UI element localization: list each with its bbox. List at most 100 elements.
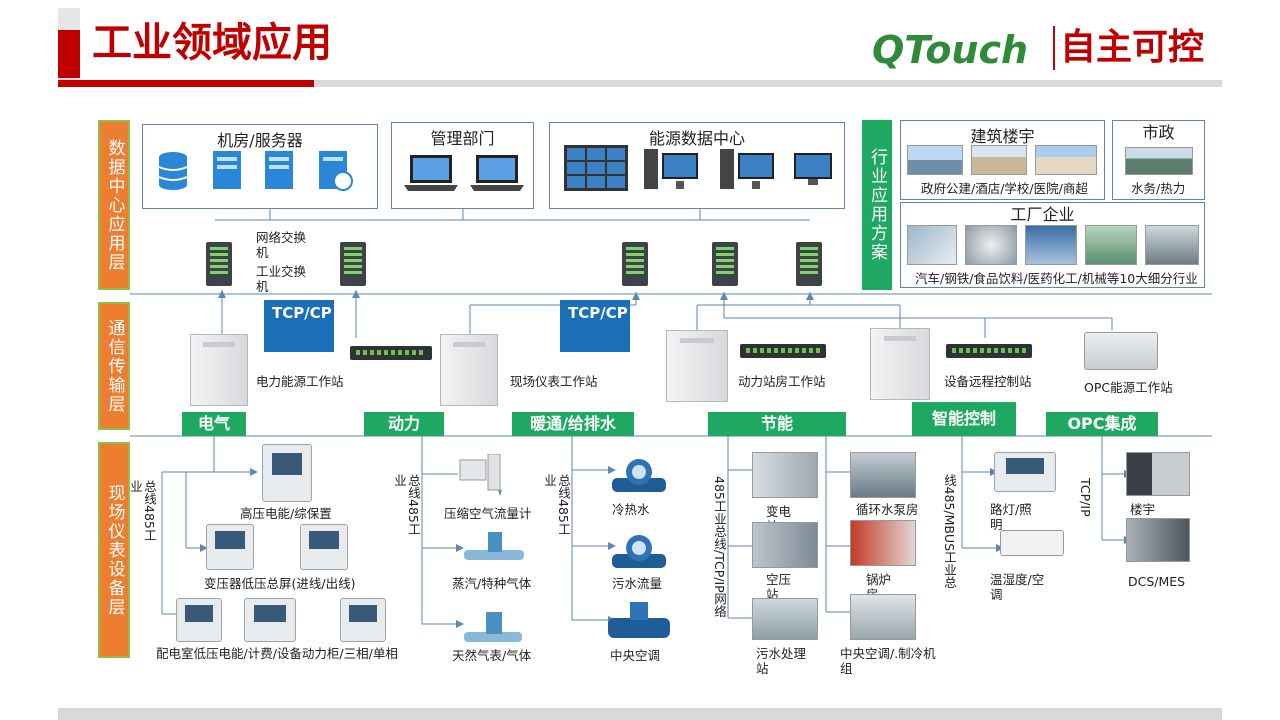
remote-control-cabinet <box>870 328 930 400</box>
pump-room-photo <box>850 452 916 498</box>
group-energy-center-title: 能源数据中心 <box>648 129 745 148</box>
sewage-plant-photo <box>752 598 818 640</box>
steam-flow-meter-icon <box>464 532 524 560</box>
network-switch <box>796 242 822 286</box>
laptop-icon <box>470 155 524 191</box>
tag-power: 动力 <box>364 412 444 436</box>
energy-meter <box>244 598 296 642</box>
page-title: 工业领域应用 <box>92 20 332 66</box>
server-icon <box>265 151 293 189</box>
device-label: 路灯/照明 <box>990 502 1032 532</box>
video-wall-icon <box>564 145 628 191</box>
bus-label: 线485/MBUS工业总 <box>942 474 957 589</box>
layer-data-center: 数据中心应用层 <box>98 120 130 290</box>
bus-label: 总线485工业 <box>542 474 571 536</box>
bus-label: 485工业总线/TCP/IP网络 <box>712 476 727 618</box>
protection-relay-device <box>262 444 312 502</box>
device-label: 蒸汽/特种气体 <box>452 576 532 591</box>
device-label: 冷热水 <box>612 502 650 517</box>
server-globe-icon <box>319 151 353 191</box>
group-server-room: 机房/服务器 <box>142 124 378 209</box>
building-desc: 政府公建/酒店/学校/医院/商超 <box>921 181 1088 196</box>
building-photo <box>971 145 1027 175</box>
group-municipal: 市政 水务/热力 <box>1112 120 1205 200</box>
header-underline-red <box>58 80 314 87</box>
building-photo <box>1035 145 1097 175</box>
panel-meter <box>300 524 348 570</box>
gas-meter-icon <box>464 612 522 642</box>
panel-meter <box>206 524 254 570</box>
group-management: 管理部门 <box>391 122 534 209</box>
tag-electric: 电气 <box>182 412 246 436</box>
network-switch <box>712 242 738 286</box>
opc-workstation-label: OPC能源工作站 <box>1084 380 1173 395</box>
device-label: 楼宇 <box>1130 502 1156 517</box>
group-management-title: 管理部门 <box>430 129 495 148</box>
tcp-tag: TCP/CP <box>560 300 630 352</box>
device-label: 循环水泵房 <box>856 502 919 517</box>
device-label: 天然气表/气体 <box>452 648 532 663</box>
factory-photo <box>1025 225 1077 265</box>
building-server-photo <box>1126 452 1190 496</box>
logo-qtouch: QTouch <box>872 28 1029 72</box>
group-building-title: 建筑楼宇 <box>970 127 1035 146</box>
device-label: 配电室低压电能/计费/设备动力柜/三相/单相 <box>156 646 398 661</box>
layer-communication: 通信传输层 <box>98 302 130 430</box>
remote-control-label: 设备远程控制站 <box>944 374 1032 389</box>
header-red-bar <box>58 30 80 78</box>
desktop-computer-icon <box>644 149 698 189</box>
laptop-icon <box>404 155 458 191</box>
device-label: 高压电能/综保置 <box>240 506 332 521</box>
device-label: 中央空调 <box>610 648 661 663</box>
water-meter-icon <box>612 459 666 492</box>
group-energy-center: 能源数据中心 <box>549 122 845 209</box>
tag-opc: OPC集成 <box>1046 412 1158 436</box>
power-station-label: 动力站房工作站 <box>738 374 826 389</box>
meter-workstation-label: 现场仪表工作站 <box>510 374 598 389</box>
municipal-desc: 水务/热力 <box>1131 181 1186 196</box>
logo-divider <box>1053 26 1055 70</box>
industry-solution-label: 行业应用方案 <box>862 120 892 290</box>
thermostat-device <box>1000 530 1064 556</box>
device-label: 中央空调/.制冷机组 <box>840 646 936 676</box>
factory-photo <box>1085 225 1137 265</box>
footer-bar <box>58 708 1222 720</box>
energy-meter <box>176 598 222 642</box>
group-municipal-title: 市政 <box>1142 123 1175 142</box>
air-compressor-photo <box>752 522 818 568</box>
factory-desc: 汽车/钢铁/食品饮料/医药化工/机械等10大细分行业 <box>915 271 1198 286</box>
dcs-cabinet-photo <box>1126 518 1190 562</box>
energy-meter <box>340 598 386 642</box>
device-label: 变压器低压总屏(进线/出线) <box>204 576 356 591</box>
network-switch <box>206 242 232 286</box>
bus-label: 总线485工业 <box>392 474 421 536</box>
flow-meter-icon <box>459 454 501 491</box>
device-label: 压缩空气流量计 <box>444 506 532 521</box>
substation-photo <box>752 452 818 498</box>
boiler-room-photo <box>850 520 916 566</box>
tag-energy-saving: 节能 <box>708 412 846 436</box>
server-icon <box>213 151 241 189</box>
lighting-controller <box>994 452 1056 492</box>
tag-smart-control: 智能控制 <box>912 402 1016 436</box>
water-meter-icon <box>612 535 666 568</box>
power-workstation-cabinet <box>190 334 248 406</box>
device-label: 污水处理站 <box>756 646 807 676</box>
network-switch <box>622 242 648 286</box>
bus-label: TCP/IP <box>1078 478 1093 517</box>
factory-photo <box>965 225 1017 265</box>
group-server-room-title: 机房/服务器 <box>217 131 303 150</box>
factory-photo <box>907 225 957 265</box>
terminal-module <box>350 346 432 360</box>
network-switch <box>340 242 366 286</box>
monitor-icon <box>794 153 832 185</box>
logo-cn: 自主可控 <box>1060 27 1205 68</box>
header-underline <box>58 80 1222 87</box>
building-photo <box>907 145 963 175</box>
device-label: 温湿度/空调 <box>990 572 1045 602</box>
ultrasonic-meter-icon <box>608 602 670 638</box>
terminal-module <box>946 344 1032 358</box>
tcp-tag: TCP/CP <box>264 300 334 352</box>
switch-label-industrial: 工业交换机 <box>256 264 307 294</box>
opc-workstation-box <box>1084 332 1158 370</box>
